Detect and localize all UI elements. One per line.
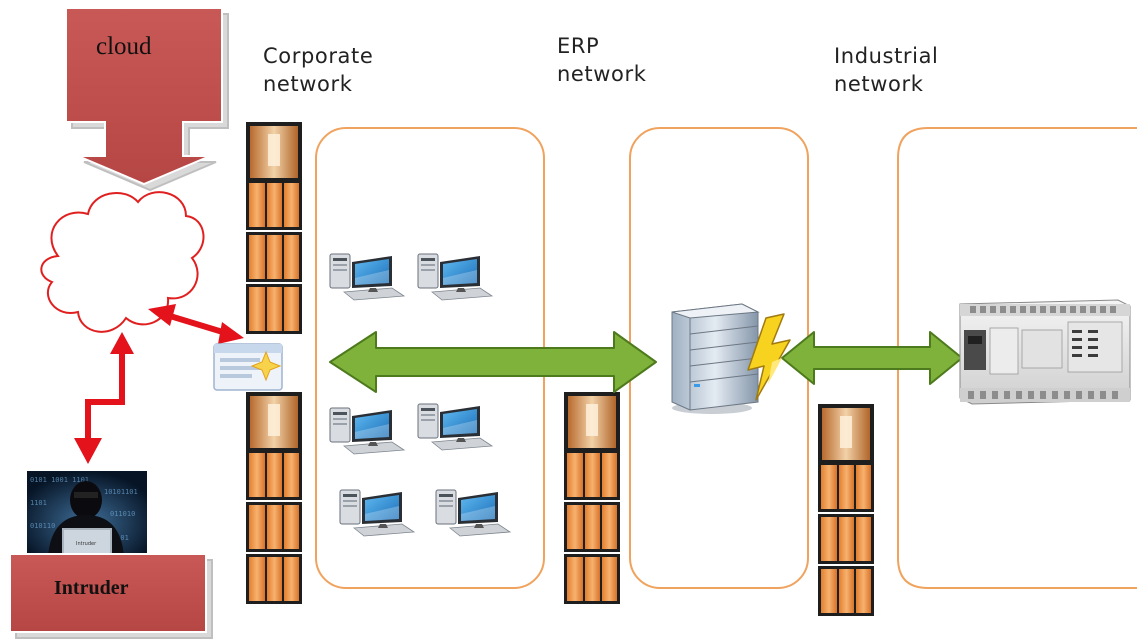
firewall-icon [246,122,302,334]
firewall-icon [564,392,620,604]
zone-label-industrial: Industrial network [834,44,946,96]
svg-text:011010: 011010 [110,510,135,518]
hacker-photo: 0101 1001 1101 10101101 1101 011010 0101… [27,471,147,557]
svg-text:1101: 1101 [112,534,129,542]
erp-industrial-link-arrow [781,331,963,385]
plc-controller-icon [959,299,1131,405]
svg-text:010110: 010110 [30,522,55,530]
desktop-computer-icon [417,253,493,301]
desktop-computer-icon [417,403,493,451]
firewall-icon [246,392,302,604]
desktop-computer-icon [339,489,415,537]
desktop-computer-icon [435,489,511,537]
lightning-bolt-icon [747,313,791,401]
server-icon [671,303,760,414]
zone-label-corporate: Corporate network [263,44,381,96]
svg-text:Intruder: Intruder [76,541,97,547]
corporate-erp-link-arrow [329,331,657,393]
cloud-callout: cloud [65,7,229,192]
svg-text:0101 1001 1101: 0101 1001 1101 [30,476,89,484]
cloud-to-firewall-arrow [148,304,244,344]
desktop-computer-icon [329,407,405,455]
desktop-computer-icon [329,253,405,301]
intruder-callout-label: Intruder [54,577,129,599]
intruder-path-arrow [74,332,134,464]
zone-label-erp: ERP network [557,34,647,86]
svg-text:1101: 1101 [30,499,47,507]
intruder-callout: Intruder [9,553,213,639]
svg-text:10101101: 10101101 [104,488,138,496]
browser-window-icon [213,343,283,391]
internet-cloud-icon [40,191,205,333]
firewall-icon [818,404,874,616]
cloud-callout-label: cloud [96,33,152,60]
